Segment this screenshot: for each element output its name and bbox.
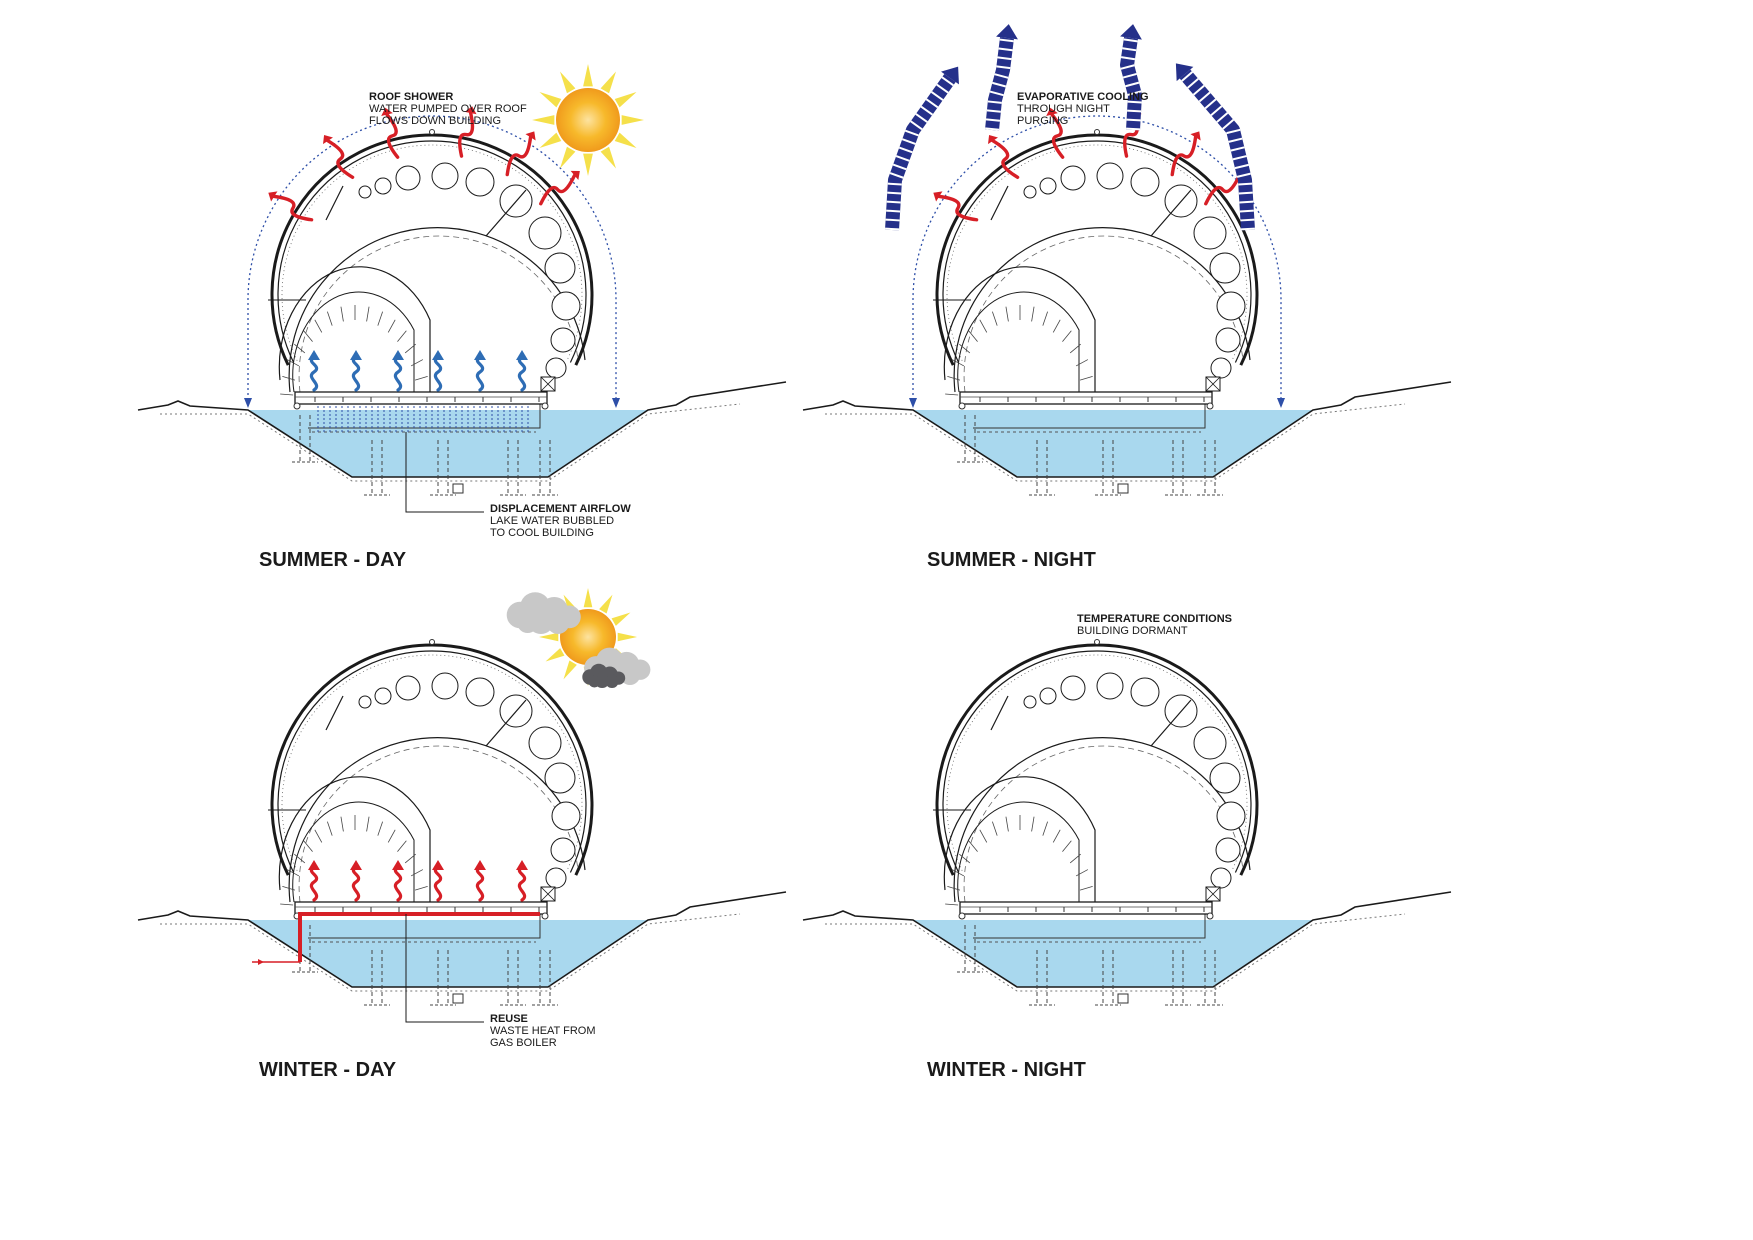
floor-heat-flow	[308, 860, 528, 902]
annotation-line: WATER PUMPED OVER ROOF	[369, 103, 527, 115]
annotation-line: BUILDING DORMANT	[1077, 625, 1188, 637]
displacement-airflow	[308, 350, 529, 432]
heat-rise-arrow	[308, 860, 320, 902]
purge-arrow	[985, 24, 1018, 131]
dome-structure	[933, 639, 1259, 920]
panel-title: SUMMER - DAY	[259, 549, 407, 571]
heat-escape-arrow	[1170, 131, 1201, 177]
ground-profile	[802, 891, 1452, 988]
heat-escape-arrow	[988, 134, 1020, 179]
annotation-line: FLOWS DOWN BUILDING	[369, 115, 501, 127]
foundation-piles	[957, 415, 1223, 496]
ground-profile	[802, 381, 1452, 478]
heat-escape-arrow	[539, 170, 580, 206]
cool-air-arrow	[392, 350, 404, 392]
annotation-line: PURGING	[1017, 115, 1068, 127]
heat-escape-arrow	[323, 134, 355, 179]
dome-structure	[268, 639, 594, 920]
sun-cloud-icon	[506, 588, 651, 688]
underwater-duct	[308, 914, 541, 939]
heat-escape-arrow	[933, 191, 979, 222]
heat-escape-arrow	[381, 107, 400, 159]
roof-heat-arrows	[268, 106, 580, 222]
sensor-box	[1117, 993, 1129, 1004]
sensor-box	[452, 993, 464, 1004]
annotation-heading: TEMPERATURE CONDITIONS	[1077, 613, 1232, 625]
cool-air-arrow	[350, 350, 362, 392]
annotation-line: TO COOL BUILDING	[490, 527, 594, 539]
foundation-piles	[957, 925, 1223, 1006]
cloud-icon	[582, 663, 626, 688]
leader-line	[405, 914, 484, 1023]
panel-title: WINTER - NIGHT	[927, 1059, 1086, 1081]
ground-profile	[137, 891, 787, 988]
cool-air-arrow	[516, 350, 528, 392]
panel-title: WINTER - DAY	[259, 1059, 397, 1081]
underwater-duct	[973, 404, 1206, 429]
boiler-heat-pipe	[252, 912, 540, 965]
underwater-duct	[308, 404, 541, 429]
foundation-piles	[292, 925, 558, 1006]
purge-arrow	[885, 66, 959, 231]
cool-air-arrow	[308, 350, 320, 392]
foundation-piles	[292, 415, 558, 496]
dome-structure	[933, 129, 1259, 410]
roof-shower-flow	[909, 115, 1285, 408]
cool-air-arrow	[432, 350, 444, 392]
annotation-line: LAKE WATER BUBBLED	[490, 515, 614, 527]
annotation-line: WASTE HEAT FROM	[490, 1025, 596, 1037]
annotation-heading: DISPLACEMENT AIRFLOW	[490, 503, 631, 515]
underwater-duct	[973, 914, 1206, 939]
panel-title: SUMMER - NIGHT	[927, 549, 1096, 571]
annotation-heading: REUSE	[490, 1013, 528, 1025]
leader-line	[405, 432, 484, 513]
annotation-line: THROUGH NIGHT	[1017, 103, 1110, 115]
heat-rise-arrow	[350, 860, 362, 902]
sensor-box	[1117, 483, 1129, 494]
purge-arrow	[1175, 63, 1255, 231]
heat-rise-arrow	[516, 860, 528, 902]
heat-rise-arrow	[392, 860, 404, 902]
heat-escape-arrow	[268, 191, 314, 222]
night-purge-arrows	[885, 24, 1255, 231]
sensor-box	[452, 483, 464, 494]
annotation-heading: ROOF SHOWER	[369, 91, 453, 103]
dome-structure	[268, 129, 594, 410]
heat-rise-arrow	[474, 860, 486, 902]
ground-profile	[137, 381, 787, 478]
cool-air-arrow	[474, 350, 486, 392]
cloud-icon	[506, 592, 581, 634]
heat-escape-arrow	[458, 106, 477, 158]
roof-shower-flow	[244, 115, 620, 408]
roof-heat-arrows	[933, 106, 1245, 222]
sun-icon	[532, 64, 644, 176]
heat-escape-arrow	[1046, 107, 1065, 159]
annotation-heading: EVAPORATIVE COOLING	[1017, 91, 1149, 103]
annotation-line: GAS BOILER	[490, 1037, 557, 1049]
heat-escape-arrow	[505, 131, 536, 177]
heat-rise-arrow	[432, 860, 444, 902]
purge-arrow	[1119, 24, 1143, 131]
